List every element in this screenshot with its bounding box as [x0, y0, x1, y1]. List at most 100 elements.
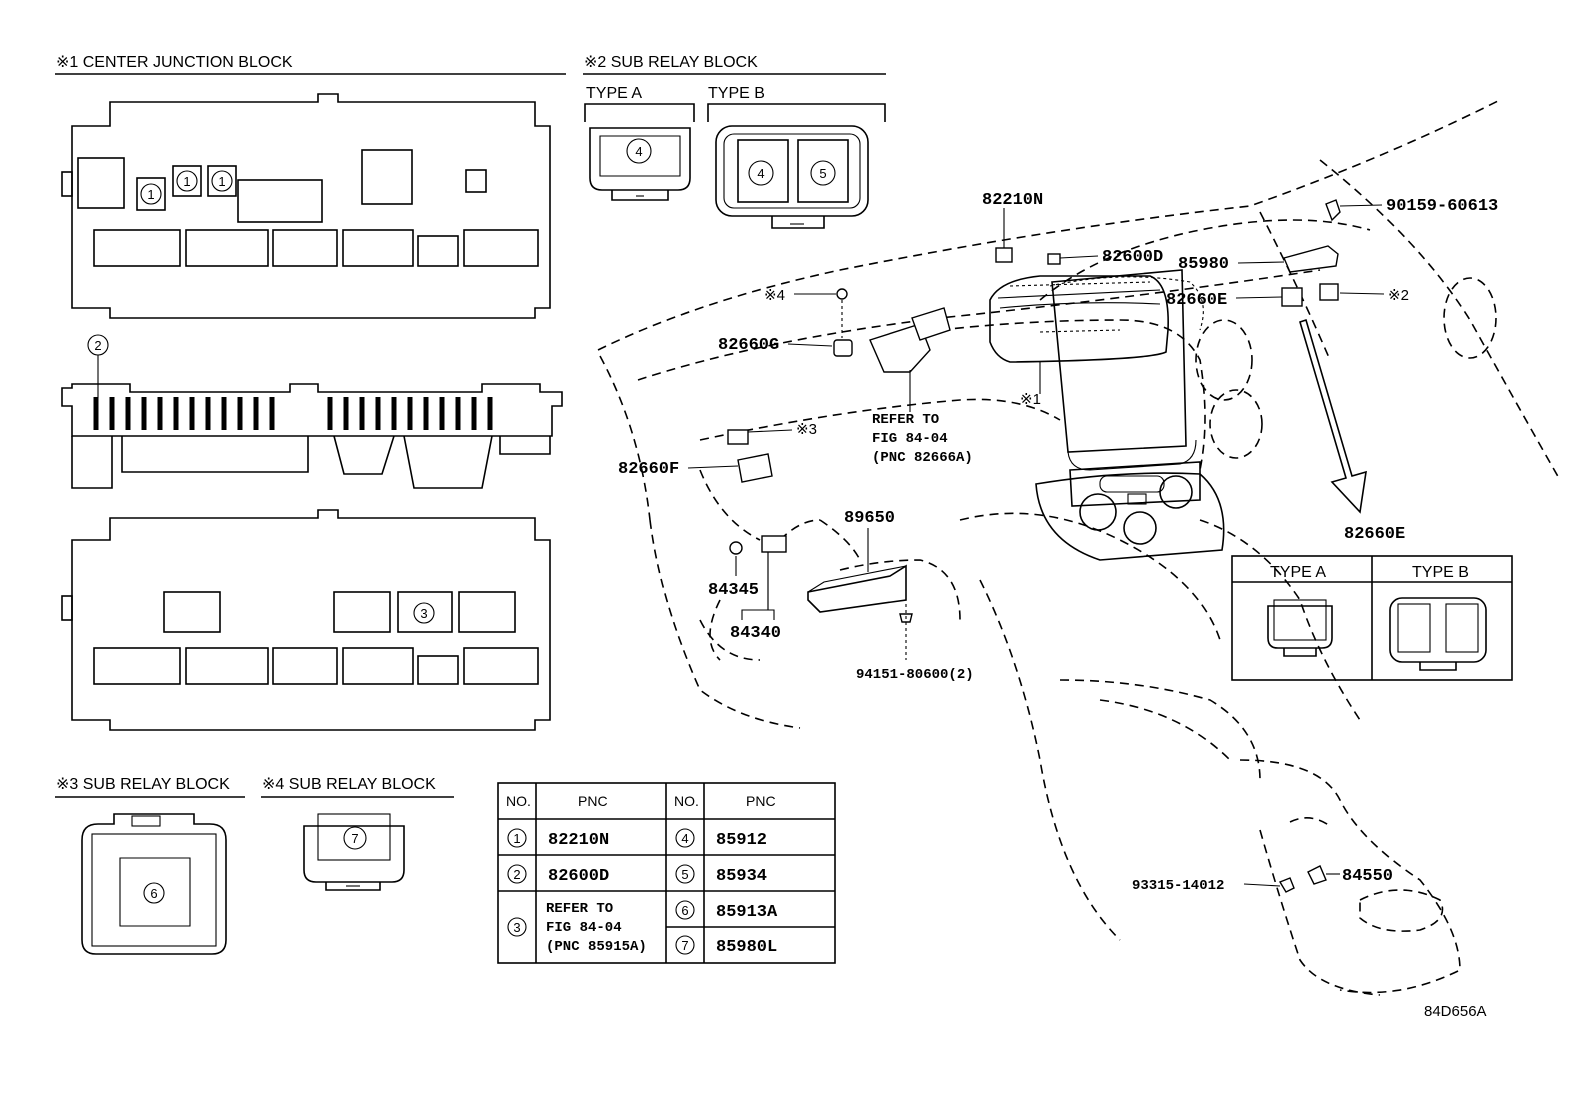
table-circle-1	[507, 828, 527, 848]
mark-2: ※2	[1388, 287, 1409, 304]
callout-82660G: 82660G	[718, 336, 779, 355]
type-a-bracket	[584, 103, 695, 122]
leader-line	[1237, 261, 1285, 264]
relay-block-4	[303, 813, 405, 891]
table-pnc-5: 85934	[716, 867, 767, 886]
refer-to-line1: REFER TO	[872, 412, 939, 428]
leader-line	[1059, 255, 1099, 259]
ref-number-4: 4	[635, 144, 642, 159]
table-no-5: 5	[681, 867, 688, 882]
ref-number-1: 1	[183, 174, 190, 189]
mark-4: ※4	[764, 287, 785, 304]
type-b-label: TYPE B	[708, 85, 765, 102]
mark-1: ※1	[1020, 391, 1041, 408]
ref-number-1: 1	[218, 174, 225, 189]
leader-line	[1339, 204, 1383, 207]
pnc-table	[497, 782, 836, 964]
inset-type-a-label: TYPE A	[1270, 564, 1326, 581]
ref-circle-5	[810, 160, 836, 186]
leader-line	[687, 465, 739, 469]
callout-82600D: 82600D	[1102, 248, 1163, 267]
ref-circle-7	[343, 826, 367, 850]
leader-line	[1339, 292, 1385, 295]
small-parts	[727, 199, 1341, 893]
table-circle-5	[675, 864, 695, 884]
table-no-6: 6	[681, 903, 688, 918]
ref-number-1: 1	[147, 187, 154, 202]
relay-block-type-a	[589, 127, 691, 201]
table-no-1: 1	[513, 831, 520, 846]
ref-circle-4	[748, 160, 774, 186]
callout-84345: 84345	[708, 581, 759, 600]
heading-sub-relay-block-4: ※4 SUB RELAY BLOCK	[262, 776, 436, 793]
junction-block-side-view	[61, 383, 563, 489]
inset-type-b-label: TYPE B	[1412, 564, 1469, 581]
type-b-bracket	[707, 103, 886, 122]
ecu-89650	[807, 564, 907, 613]
table-no-2: 2	[513, 867, 520, 882]
ref-number-5: 5	[819, 166, 826, 181]
heading-center-junction-block: ※1 CENTER JUNCTION BLOCK	[56, 54, 293, 71]
table-circle-3	[507, 917, 527, 937]
table-circle-7	[675, 935, 695, 955]
instrument-panel-center	[1035, 269, 1225, 561]
ref-number-4: 4	[757, 166, 764, 181]
table-pnc-3-line3: (PNC 85915A)	[546, 939, 647, 955]
table-pnc-4: 85912	[716, 831, 767, 850]
junction-block-top-view	[61, 93, 551, 319]
table-pnc-2: 82600D	[548, 867, 609, 886]
ref-number-6: 6	[150, 886, 157, 901]
callout-93315-14012: 93315-14012	[1132, 878, 1224, 894]
callout-82660F: 82660F	[618, 460, 679, 479]
leader-line	[767, 552, 775, 620]
callout-90159-60613: 90159-60613	[1386, 197, 1498, 216]
callout-82660E: 82660E	[1166, 291, 1227, 310]
callout-94151-80600: 94151-80600(2)	[856, 667, 974, 683]
table-pnc-3-line2: FIG 84-04	[546, 920, 622, 936]
table-pnc-3-line1: REFER TO	[546, 901, 613, 917]
refer-to-line3: (PNC 82666A)	[872, 450, 973, 466]
table-no-7: 7	[681, 938, 688, 953]
table-circle-4	[675, 828, 695, 848]
ref-circle-4	[626, 138, 652, 164]
fuse-slots-left	[93, 397, 275, 430]
fuse-slots-right	[327, 397, 493, 430]
callout-84340: 84340	[730, 624, 781, 643]
table-no-4: 4	[681, 831, 688, 846]
junction-block-bottom-view	[61, 509, 551, 731]
table-header-no: NO.	[674, 793, 699, 809]
callout-84550: 84550	[1342, 867, 1393, 886]
relay-block-3	[81, 813, 227, 955]
heading-sub-relay-block-3: ※3 SUB RELAY BLOCK	[56, 776, 230, 793]
table-circle-6	[675, 900, 695, 920]
ref-number-2: 2	[94, 338, 101, 353]
dashboard-outline	[597, 99, 1561, 996]
figure-code: 84D656A	[1424, 1003, 1487, 1020]
callout-82660E-inset: 82660E	[1344, 525, 1405, 544]
ref-number-7: 7	[351, 831, 358, 846]
ref-number-3: 3	[420, 606, 427, 621]
direction-arrow	[1299, 318, 1367, 514]
inset-82660E	[1231, 555, 1513, 681]
leader-line	[1235, 296, 1283, 299]
table-header-no: NO.	[506, 793, 531, 809]
table-circle-2	[507, 864, 527, 884]
leader-line	[787, 343, 833, 347]
callout-85980: 85980	[1178, 255, 1229, 274]
ref-circle-6	[143, 882, 165, 904]
combination-meter	[989, 275, 1169, 363]
table-pnc-7: 85980L	[716, 938, 777, 957]
ref-circle-1	[176, 170, 198, 192]
refer-to-line2: FIG 84-04	[872, 431, 948, 447]
leader-line	[1243, 883, 1281, 887]
table-pnc-1: 82210N	[548, 831, 609, 850]
callout-89650: 89650	[844, 509, 895, 528]
ref-circle-1	[211, 170, 233, 192]
table-header-pnc: PNC	[578, 793, 608, 809]
type-a-label: TYPE A	[586, 85, 642, 102]
mark-3: ※3	[796, 421, 817, 438]
table-header-pnc: PNC	[746, 793, 776, 809]
ref-circle-3	[413, 602, 435, 624]
callout-82210N: 82210N	[982, 191, 1043, 210]
